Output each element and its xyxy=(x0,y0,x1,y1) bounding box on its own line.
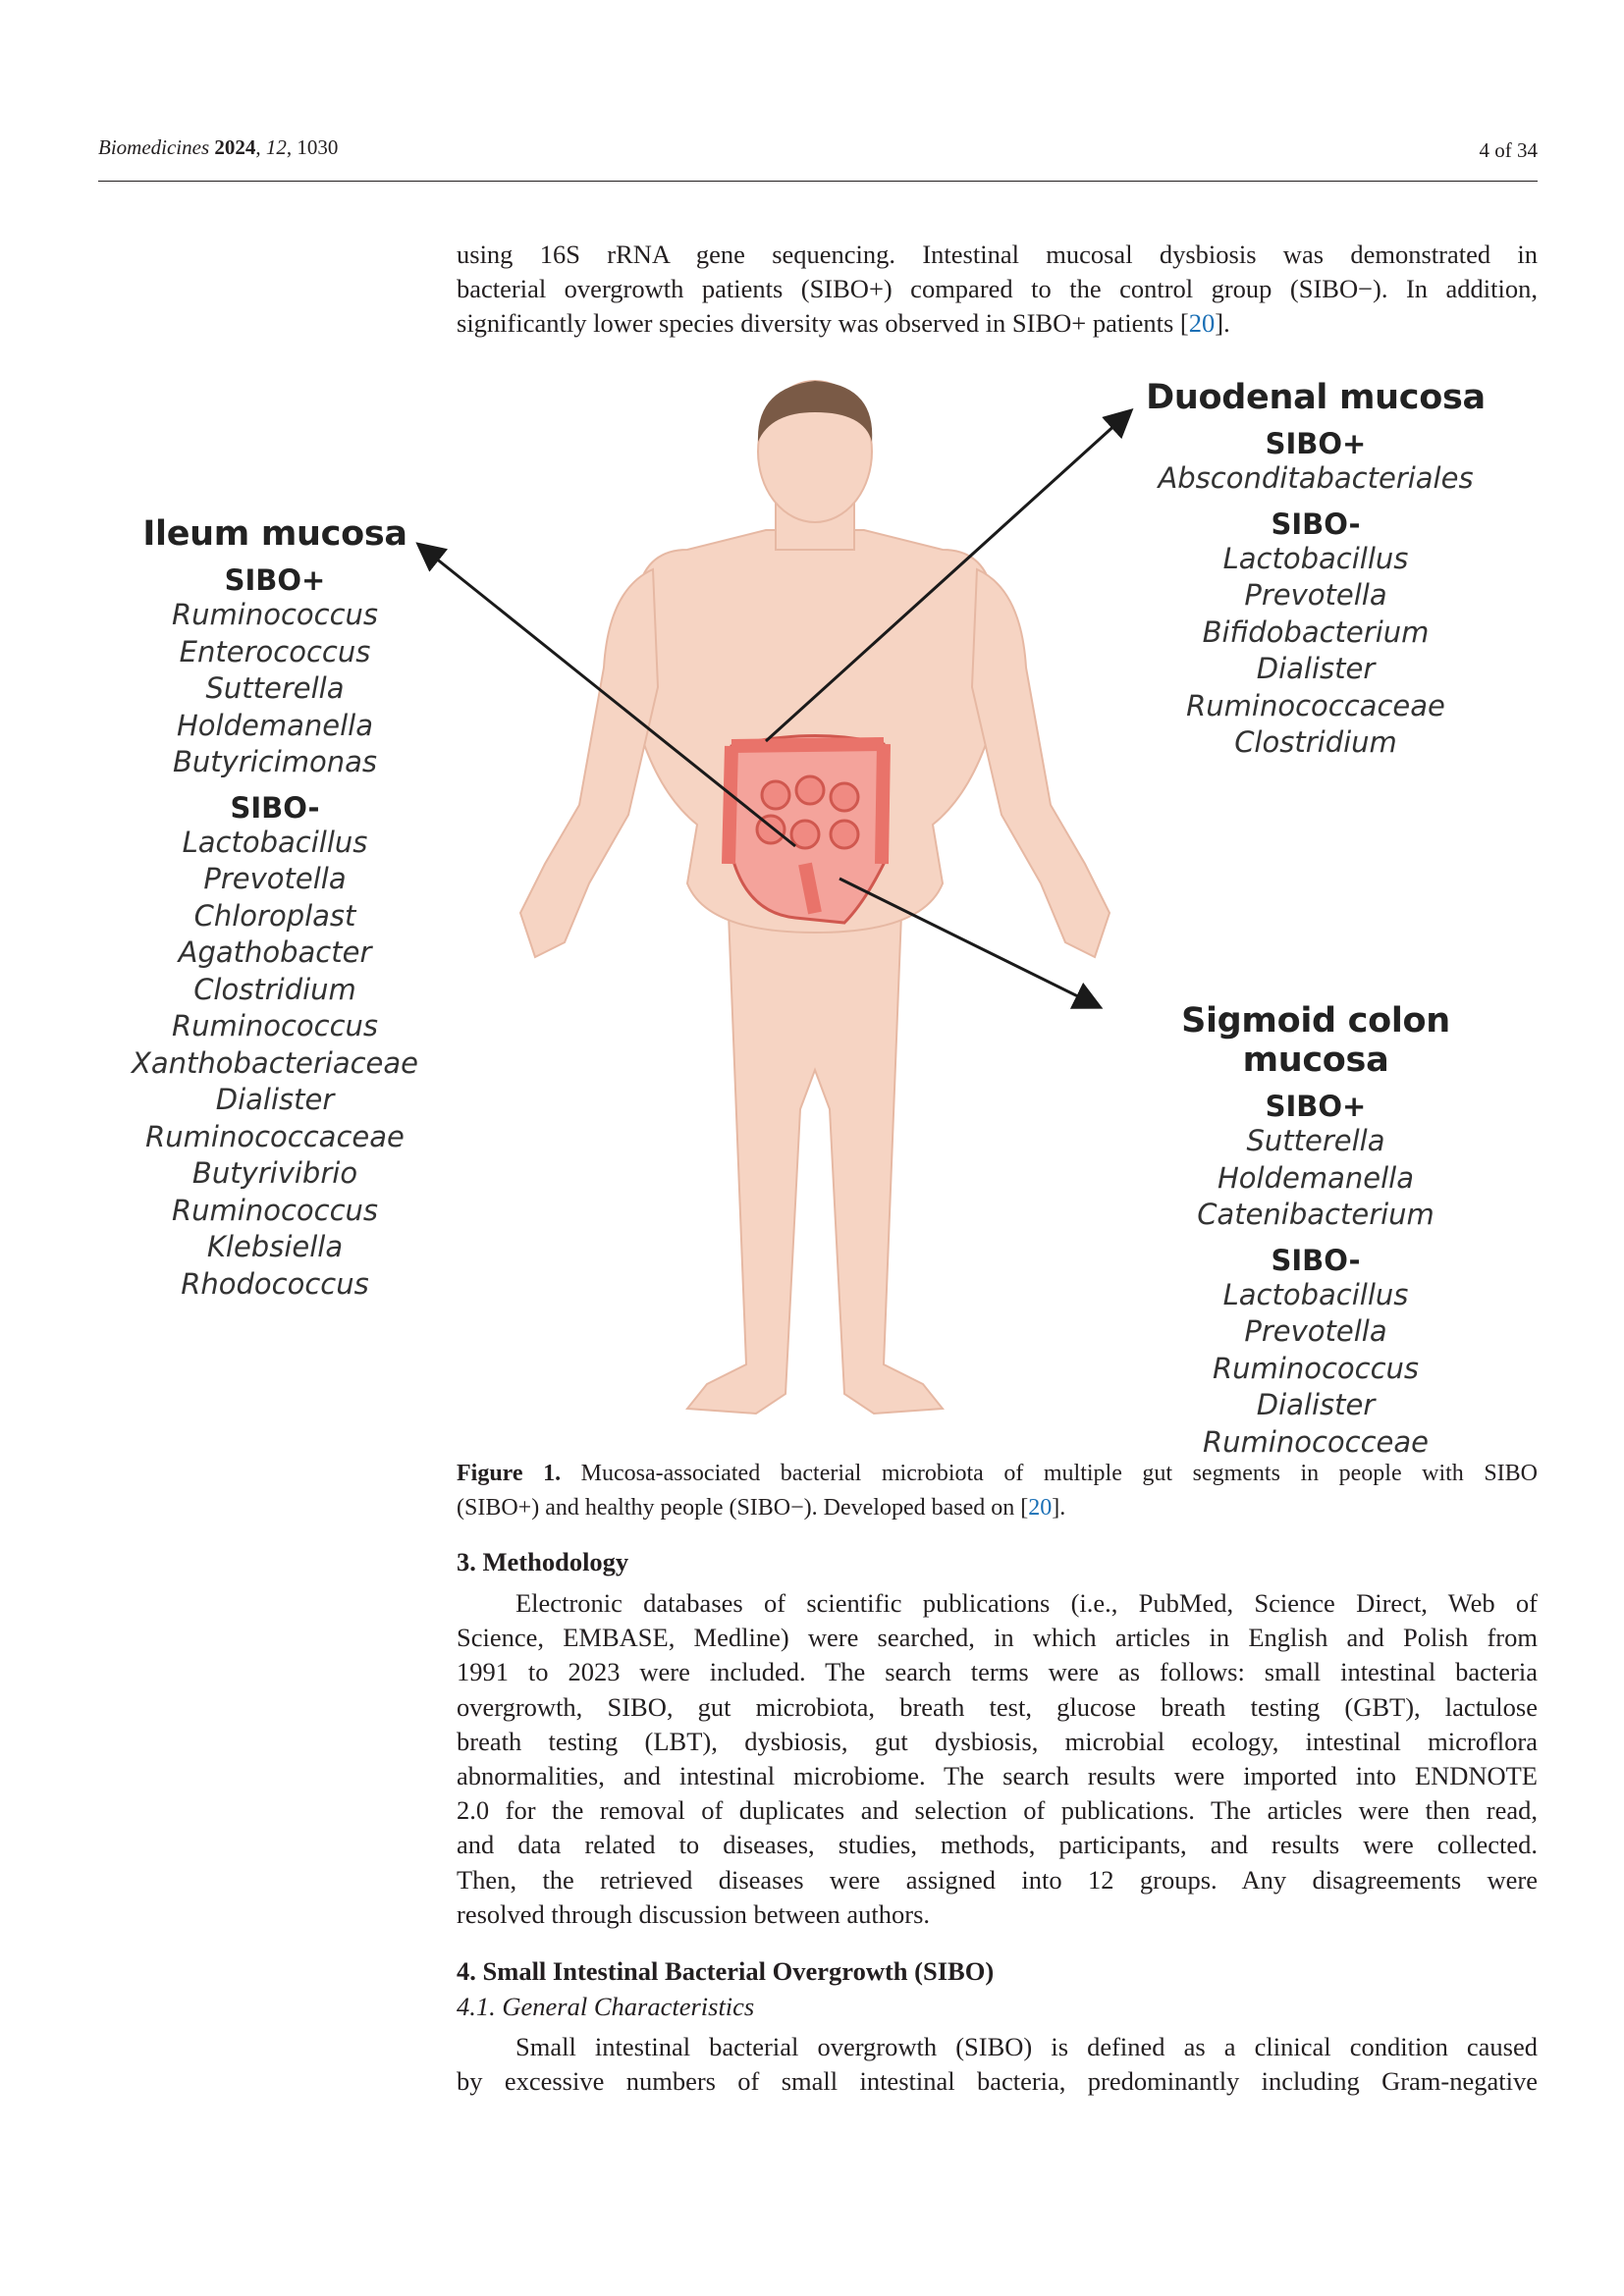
taxon-name: Absconditabacteriales xyxy=(1158,461,1474,495)
text-line: Science, EMBASE, Medline) were searched,… xyxy=(457,1623,1538,1653)
journal-header: Biomedicines 2024, 12, 1030 xyxy=(98,135,339,159)
taxon-name: Sutterella xyxy=(1246,1124,1385,1157)
taxon-name: Enterococcus xyxy=(179,634,371,668)
text-line: 2.0 for the removal of duplicates and se… xyxy=(457,1795,1538,1826)
text-line: abnormalities, and intestinal microbiome… xyxy=(457,1761,1538,1791)
caption-line: Figure 1. Mucosa-associated bacterial mi… xyxy=(457,1461,1539,1486)
subsection-heading: 4.1. General Characteristics xyxy=(457,1992,755,2021)
arrow-ileum xyxy=(415,542,796,848)
sibo-paragraph: Small intestinal bacterial overgrowth (S… xyxy=(457,2030,1538,2099)
taxon-name: Chloroplast xyxy=(193,898,356,933)
taxon-name: Ruminococcus xyxy=(171,1009,379,1042)
group-title: SIBO+ xyxy=(1265,1090,1367,1123)
text-line: Small intestinal bacterial overgrowth (S… xyxy=(515,2032,1538,2061)
journal-name: Biomedicines xyxy=(98,135,210,159)
taxon-name: Clostridium xyxy=(1234,725,1397,759)
intro-paragraph: using 16S rRNA gene sequencing. Intestin… xyxy=(457,238,1538,342)
arrow-duodenal xyxy=(764,407,1134,743)
taxon-name: Lactobacillus xyxy=(1222,1277,1409,1311)
taxon-name: Ruminococcaceae xyxy=(1186,688,1445,722)
taxon-name: Ruminococcaceae xyxy=(145,1119,405,1153)
section-heading: 4. Small Intestinal Bacterial Overgrowth… xyxy=(457,1956,995,1986)
taxon-name: Prevotella xyxy=(203,862,347,895)
text-line: by excessive numbers of small intestinal… xyxy=(457,2066,1538,2097)
group-title: SIBO+ xyxy=(1265,427,1367,460)
taxon-name: Rhodococcus xyxy=(181,1266,369,1301)
journal-volume: 12 xyxy=(265,135,287,159)
citation-link[interactable]: 20 xyxy=(1028,1495,1053,1521)
group-title: SIBO+ xyxy=(224,563,326,597)
taxon-name: Holdemanella xyxy=(177,708,373,742)
header-rule xyxy=(98,181,1538,182)
taxon-name: Prevotella xyxy=(1244,578,1387,612)
text-line: 1991 to 2023 were included. The search t… xyxy=(457,1657,1538,1687)
region-title: Sigmoid colon mucosa xyxy=(1181,1001,1450,1080)
caption-label: Figure 1. xyxy=(457,1461,562,1486)
body-illustration xyxy=(415,380,1134,1415)
taxon-name: Butyricimonas xyxy=(172,745,378,778)
taxon-name: Agathobacter xyxy=(178,935,372,969)
taxon-name: Dialister xyxy=(215,1083,335,1116)
methodology-paragraph: Electronic databases of scientific publi… xyxy=(457,1586,1538,1932)
hair-icon xyxy=(757,381,873,442)
taxon-name: Dialister xyxy=(1256,652,1376,685)
taxon-name: Prevotella xyxy=(1244,1314,1387,1348)
taxon-name: Sutterella xyxy=(205,671,345,705)
taxon-name: Clostridium xyxy=(193,972,356,1006)
taxon-list: Absconditabacteriales xyxy=(1139,460,1492,498)
text-line: breath testing (LBT), dysbiosis, gut dys… xyxy=(457,1726,1538,1756)
article-number: 1030 xyxy=(297,135,339,159)
text-line: significantly lower species diversity wa… xyxy=(457,308,1230,339)
text-line: using 16S rRNA gene sequencing. Intestin… xyxy=(457,240,1538,269)
text-line: overgrowth, SIBO, gut microbiota, breath… xyxy=(457,1691,1538,1722)
text-line: and data related to diseases, studies, m… xyxy=(457,1830,1538,1860)
taxon-name: Catenibacterium xyxy=(1197,1198,1435,1231)
taxon-name: Butyrivibrio xyxy=(191,1156,358,1190)
intestines-icon xyxy=(722,733,891,925)
journal-year: 2024 xyxy=(214,135,256,159)
taxon-name: Ruminococceae xyxy=(1203,1424,1429,1459)
taxon-name: Ruminococcus xyxy=(171,598,379,631)
arrow-sigmoid xyxy=(839,877,1104,1009)
taxon-name: Xanthobacteriaceae xyxy=(132,1045,418,1080)
group-title: SIBO- xyxy=(1271,1243,1361,1277)
taxon-name: Bifidobacterium xyxy=(1202,614,1430,649)
caption-line: (SIBO+) and healthy people (SIBO−). Deve… xyxy=(457,1495,1066,1521)
taxon-name: Holdemanella xyxy=(1218,1160,1414,1195)
group-title: SIBO- xyxy=(230,790,320,825)
taxon-name: Lactobacillus xyxy=(1222,541,1409,575)
taxon-name: Klebsiella xyxy=(206,1230,344,1263)
region-title: Duodenal mucosa xyxy=(1146,378,1486,417)
region-title: Ileum mucosa xyxy=(142,514,407,554)
section-heading: 3. Methodology xyxy=(457,1547,629,1576)
taxon-name: Ruminococcus xyxy=(1212,1351,1420,1385)
taxon-name: Dialister xyxy=(1256,1388,1376,1421)
text-line: resolved through discussion between auth… xyxy=(457,1898,931,1929)
text-line: bacterial overgrowth patients (SIBO+) co… xyxy=(457,274,1538,304)
group-title: SIBO- xyxy=(1271,507,1361,541)
text-line: Then, the retrieved diseases were assign… xyxy=(457,1864,1538,1895)
figure-caption: Figure 1. Mucosa-associated bacterial mi… xyxy=(457,1457,1538,1525)
duodenal-block: Duodenal mucosa SIBO+ Absconditabacteria… xyxy=(1139,378,1492,762)
text-line: Electronic databases of scientific publi… xyxy=(515,1588,1538,1618)
taxon-name: Ruminococcus xyxy=(171,1193,379,1227)
page-number: 4 of 34 xyxy=(1479,138,1539,162)
taxon-name: Lactobacillus xyxy=(182,825,368,859)
citation-link[interactable]: 20 xyxy=(1188,308,1216,339)
